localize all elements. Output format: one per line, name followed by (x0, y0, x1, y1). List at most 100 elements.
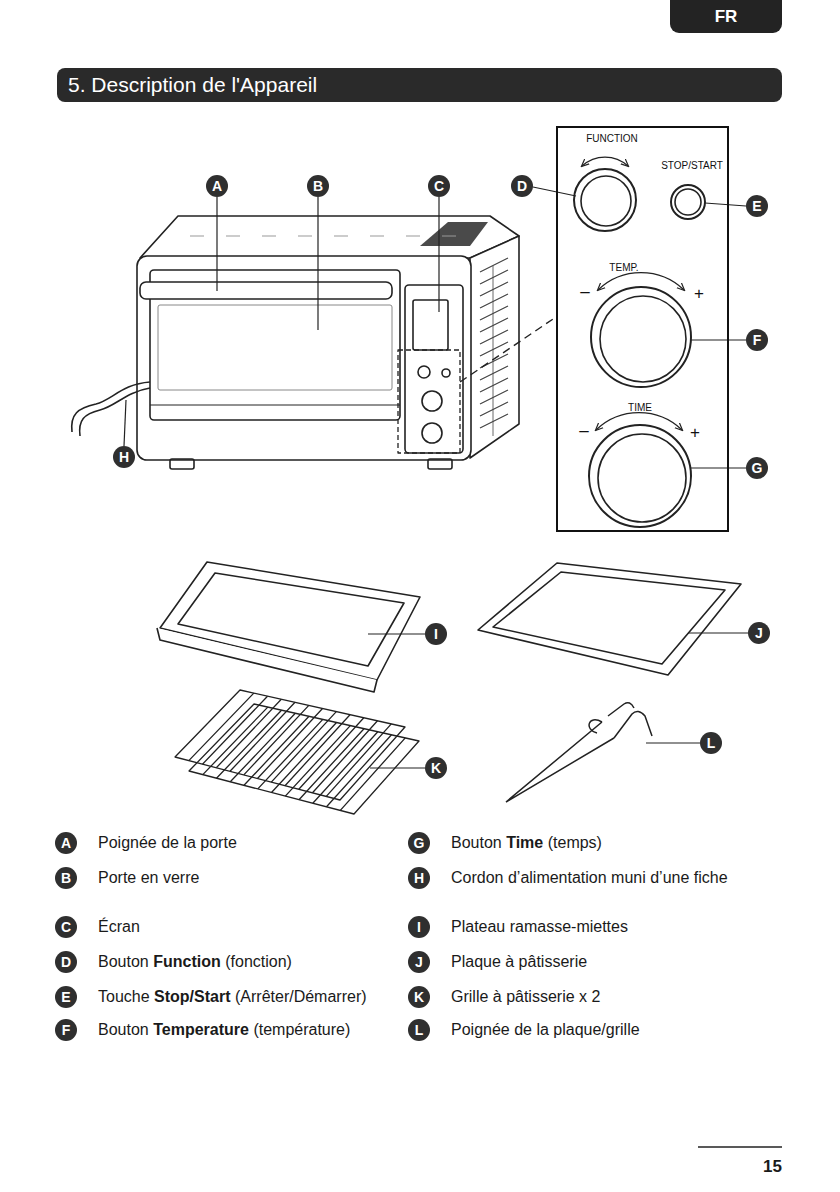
callout-letter-text: H (414, 871, 424, 885)
small-knob (422, 391, 442, 411)
callout-letter-text: F (753, 333, 762, 347)
leader-lines (124, 187, 748, 768)
part-description: Poignée de la porte (98, 834, 237, 851)
vent-divider (493, 266, 494, 436)
part-description: Cordon d’alimentation muni d’une fiche (451, 869, 728, 886)
page-rule (698, 1146, 782, 1148)
callout-letter-text: D (61, 955, 71, 969)
callout-letter: C (55, 916, 77, 938)
tray-handle (506, 703, 652, 802)
description-row: Grille à pâtisserie x 2 (451, 987, 751, 1007)
part-description: Bouton (98, 1021, 149, 1038)
leader-line (691, 339, 746, 340)
description-row: Plateau ramasse-miettes (451, 917, 751, 937)
callout-letter: K (425, 757, 447, 779)
power-cord (80, 388, 150, 436)
callout-letter: B (307, 175, 329, 197)
control-panel-detail: FUNCTIONSTOP/STARTTEMP.–+TIME–+ (556, 126, 729, 532)
door-handle (140, 282, 392, 299)
control-name: Temperature (153, 1021, 249, 1038)
part-description: Bouton (98, 953, 149, 970)
callout-letter-text: H (119, 450, 129, 464)
page-number: 15 (763, 1157, 782, 1176)
description-row: Porte en verre (98, 868, 398, 888)
part-description: (température) (253, 1021, 350, 1038)
callout-letter-text: I (434, 627, 438, 641)
leader-line (368, 633, 425, 634)
callout-letter-text: J (755, 626, 763, 640)
callout-letter: L (700, 732, 722, 754)
description-row: ToucheStop/Start (Arrêter/Démarrer) (98, 987, 398, 1007)
rotation-arrow (596, 413, 682, 430)
temp-knob (600, 296, 686, 382)
callout-letter: G (408, 832, 430, 854)
control-name: Stop/Start (154, 988, 230, 1005)
description-row: Poignée de la plaque/grille (451, 1020, 751, 1040)
description-row: Écran (98, 917, 398, 937)
oven-drawing (72, 216, 556, 469)
part-description: Bouton (451, 834, 502, 851)
part-description: Porte en verre (98, 869, 199, 886)
description-row: BoutonTemperature(température) (98, 1020, 398, 1040)
callout-letter-text: A (61, 836, 71, 850)
leader-line (533, 187, 576, 196)
callout-letter-text: G (414, 836, 425, 850)
leader-line (705, 203, 746, 206)
oven-foot (428, 459, 452, 469)
part-description: (fonction) (225, 953, 292, 970)
part-description: Grille à pâtisserie x 2 (451, 988, 600, 1005)
callout-letter-text: E (61, 990, 70, 1004)
description-row: Plaque à pâtisserie (451, 952, 751, 972)
panel-controls (574, 157, 705, 527)
callout-letter-text: K (431, 761, 441, 775)
dial-sign: + (690, 424, 700, 442)
language-code: FR (715, 7, 738, 27)
rotation-arrow (582, 157, 628, 166)
callout-letter-text: L (415, 1023, 424, 1037)
baking-tray-inner (493, 572, 725, 664)
side-vents (480, 258, 508, 436)
panel-outline (398, 350, 460, 453)
vent-slots (480, 258, 508, 428)
callout-letter-text: C (61, 920, 71, 934)
callout-letter-text: C (434, 179, 444, 193)
part-description: Touche (98, 988, 150, 1005)
callout-letter-text: B (61, 871, 71, 885)
door-line (150, 405, 400, 406)
control-label: TEMP. (609, 262, 638, 274)
part-description: Plaque à pâtisserie (451, 953, 587, 970)
accessories (157, 562, 741, 814)
callout-letter-text: D (517, 179, 527, 193)
leader-line (646, 742, 700, 743)
part-description: (temps) (548, 834, 602, 851)
callout-letter: F (746, 329, 768, 351)
leader-line (216, 197, 217, 291)
start-button (671, 185, 705, 219)
callout-letter-text: B (313, 179, 323, 193)
control-name: Function (153, 953, 221, 970)
oven-foot (170, 459, 194, 469)
callout-letter: E (746, 195, 768, 217)
oven-side (470, 236, 519, 458)
dial-sign: + (694, 285, 704, 303)
crumb-tray-lip (157, 628, 377, 692)
zoom-line (460, 317, 556, 382)
top-vent (420, 222, 488, 246)
wire-rack (189, 704, 419, 814)
callout-letter: K (408, 986, 430, 1008)
callout-letter-text: F (62, 1023, 71, 1037)
small-knob (418, 366, 430, 378)
language-tab: FR (670, 0, 782, 33)
callout-letter: E (55, 986, 77, 1008)
small-knob (422, 423, 442, 443)
description-row: Poignée de la porte (98, 833, 398, 853)
part-description: (Arrêter/Démarrer) (235, 988, 367, 1005)
callout-letter: H (408, 867, 430, 889)
description-row: BoutonFunction(fonction) (98, 952, 398, 972)
part-description: Poignée de la plaque/grille (451, 1021, 640, 1038)
control-column (405, 285, 463, 453)
part-description: Plateau ramasse-miettes (451, 918, 628, 935)
control-label: TIME (628, 402, 652, 414)
